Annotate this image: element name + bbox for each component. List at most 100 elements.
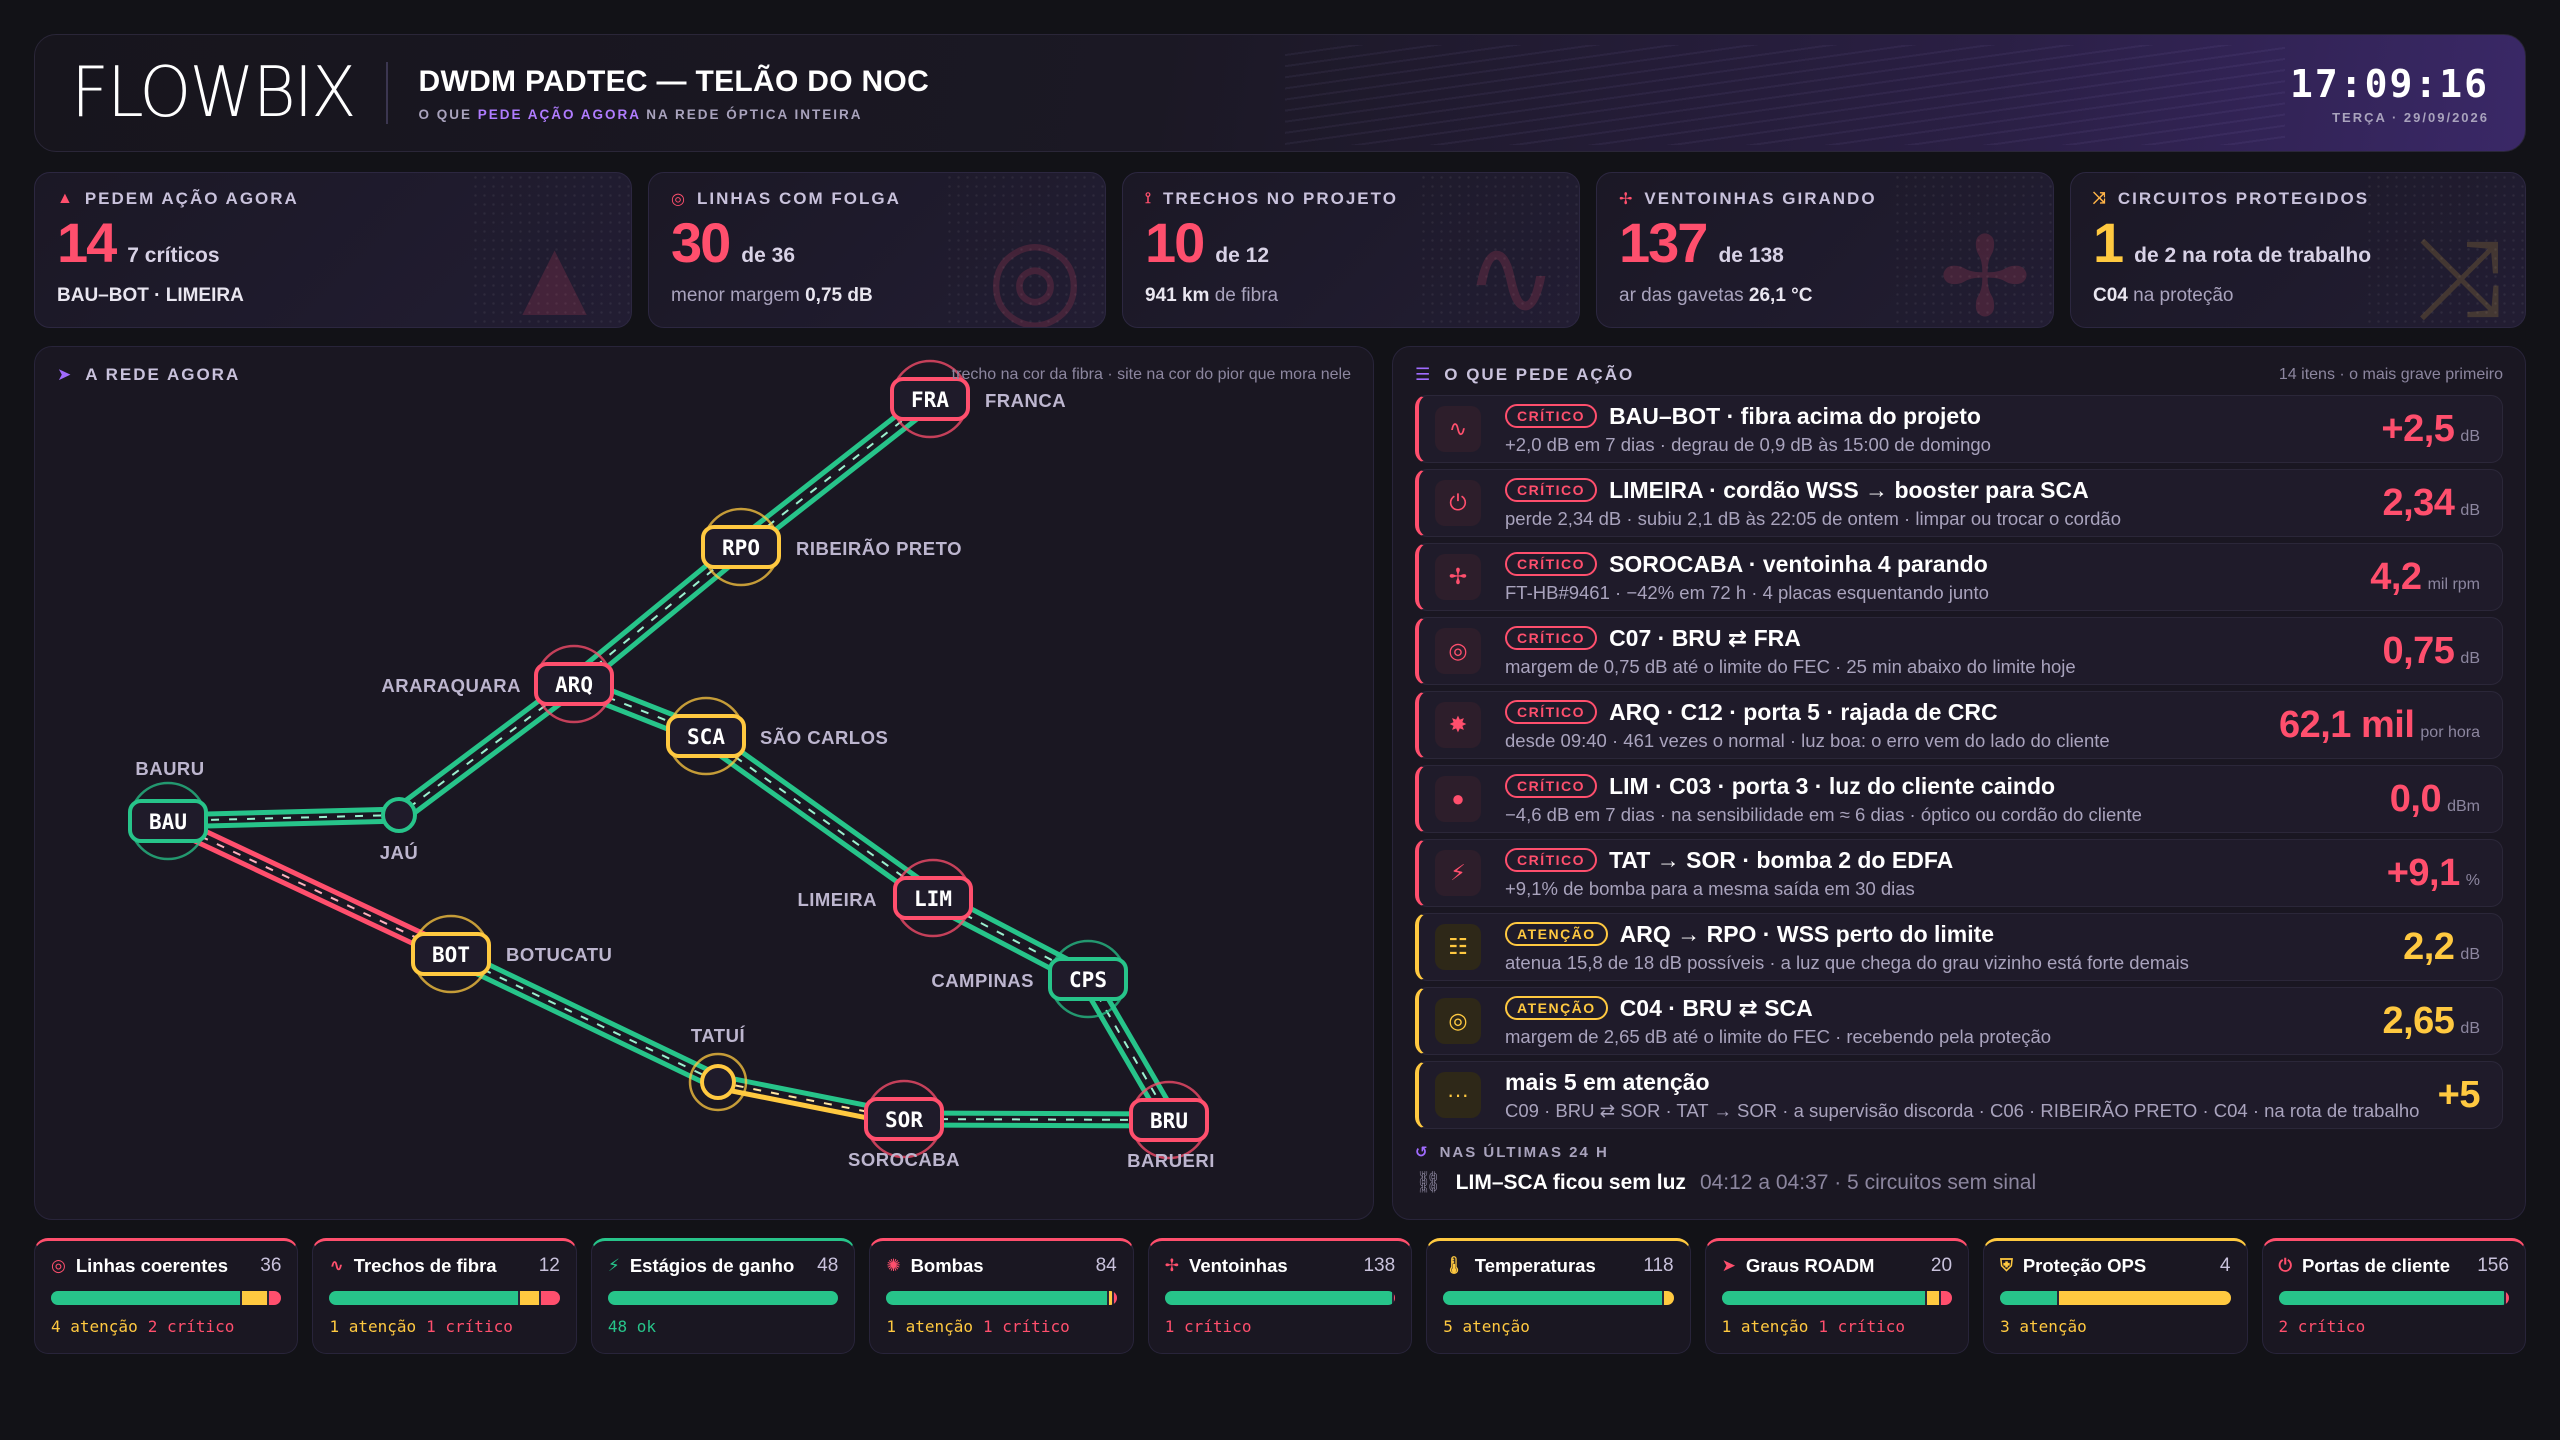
sliders-icon: ☷ [1435, 924, 1481, 970]
target-icon: ◎ [987, 216, 1083, 328]
target-icon: ◎ [671, 191, 687, 208]
category-name: Proteção OPS [2022, 1255, 2147, 1276]
dot-pattern [945, 173, 1105, 327]
link-bau-bot[interactable] [163, 812, 456, 963]
fan-icon: ✢ [1164, 1256, 1179, 1275]
bar-ok-segment [607, 1291, 839, 1305]
status-bar [886, 1291, 1117, 1305]
route-icon: ∿ [329, 1256, 344, 1275]
history-icon: ↺ [1415, 1144, 1430, 1161]
link-sor-bru[interactable] [903, 1110, 1170, 1129]
site-node-bot[interactable]: BOT [411, 914, 491, 994]
site-node-arq[interactable]: ARQ [534, 644, 614, 724]
site-node-bru[interactable]: BRU [1129, 1080, 1209, 1160]
status-badge: CRÍTICO [1505, 404, 1598, 428]
crit-count: 1 crítico [983, 1317, 1070, 1336]
kpi-label: CIRCUITOS PROTEGIDOS [2117, 189, 2370, 208]
kpi-label: PEDEM AÇÃO AGORA [84, 189, 299, 208]
junction-tatui[interactable] [688, 1052, 748, 1112]
bar-ok-segment [2278, 1291, 2505, 1305]
junction-jau[interactable] [381, 797, 417, 833]
site-code: LIM [914, 887, 952, 911]
kpi-unit: 7 críticos [127, 244, 220, 267]
site-node-fra[interactable]: FRA [890, 359, 970, 439]
action-meta: 14 itens · o mais grave primeiro [2278, 366, 2503, 383]
ok-count: 48 ok [607, 1317, 657, 1336]
site-node-lim[interactable]: LIM [893, 858, 973, 938]
link-sca-lim[interactable] [699, 727, 940, 907]
status-bar [1721, 1291, 1953, 1305]
warning-icon: ▲ [57, 190, 75, 207]
header-titles: DWDM PADTEC — TELÃO DO NOC O QUE PEDE AÇ… [418, 65, 929, 122]
bar-warn-segment [1663, 1291, 1674, 1305]
site-node-cps[interactable]: CPS [1048, 939, 1128, 1019]
dot-pattern [471, 173, 631, 327]
action-detail: margem de 2,65 dB até o limite do FEC · … [1505, 1025, 2052, 1047]
site-box [666, 714, 746, 758]
site-node-bau[interactable]: BAU [128, 781, 208, 861]
value-number: 0,0 [2389, 777, 2442, 820]
link-bot-tat[interactable] [446, 945, 723, 1091]
category-name: Portas de cliente [2301, 1255, 2451, 1276]
thermometer-icon: 🌡 [1443, 1256, 1465, 1275]
kpi-value: 14 [57, 211, 117, 274]
warn-count: 1 atenção [329, 1317, 417, 1336]
subtitle-part: NA REDE ÓPTICA INTEIRA [640, 106, 863, 122]
junction-dot [381, 797, 417, 833]
site-node-sor[interactable]: SOR [864, 1079, 944, 1159]
network-map[interactable]: .lk{stroke:#27c48a;stroke-width:5;fill:n… [35, 347, 1374, 1220]
page-title: DWDM PADTEC — TELÃO DO NOC [418, 64, 930, 98]
value-number: +2,5 [2381, 407, 2455, 450]
action-title-text: ARQ → RPO · WSS perto do limite [1619, 920, 1995, 947]
category-count: 48 [817, 1255, 839, 1276]
site-label-limeira: LIMEIRA [797, 889, 877, 910]
category-name: Temperaturas [1474, 1255, 1596, 1276]
network-map-panel: .lk{stroke:#27c48a;stroke-width:5;fill:n… [34, 346, 1374, 1220]
warn-count: 5 atenção [1443, 1317, 1530, 1336]
burst-icon: ✸ [1435, 702, 1481, 748]
route-icon: ∿ [1464, 216, 1557, 328]
site-node-rpo[interactable]: RPO [701, 507, 781, 587]
site-node-sca[interactable]: SCA [666, 696, 746, 776]
dot-pattern [1893, 173, 2053, 327]
map-legend: trecho na cor da fibra · site na cor do … [951, 366, 1351, 383]
site-label-franca: FRANCA [985, 390, 1066, 411]
kpi-footer-text: ar das gavetas [1619, 285, 1749, 306]
site-label-campinas: CAMPINAS [931, 970, 1034, 991]
